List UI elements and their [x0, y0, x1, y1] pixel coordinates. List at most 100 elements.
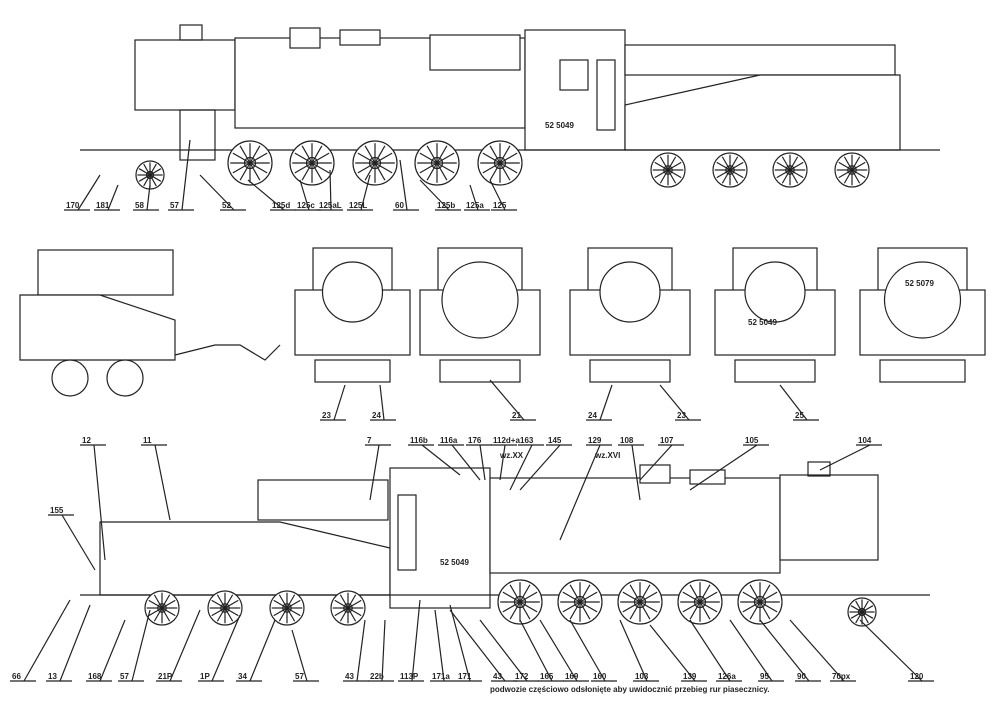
callout-text: 116b: [410, 436, 428, 445]
callout-label: 125L: [347, 174, 373, 211]
callout-text: 24: [588, 411, 597, 420]
callout-text: 172: [515, 672, 529, 681]
callout-text: 57: [295, 672, 304, 681]
callout-text: 60: [395, 201, 404, 210]
dome: [639, 464, 671, 484]
callout-label: 11: [141, 436, 171, 521]
callout-label: 21P: [156, 609, 201, 682]
callout-text: 120: [910, 672, 924, 681]
wheel: [289, 140, 335, 186]
callout-label: 113P: [398, 599, 424, 682]
tender-coal-area: [257, 479, 389, 521]
callout-text: 23: [322, 411, 331, 420]
wheel: [227, 140, 273, 186]
cylinder: [179, 109, 216, 161]
callout-label: 170: [64, 174, 101, 211]
wheel: [650, 152, 686, 188]
callout-label: 171a: [430, 609, 456, 682]
callout-text: 105: [745, 436, 759, 445]
callout-label: 139: [649, 624, 707, 682]
callout-text: 155: [50, 506, 64, 515]
callout-text: 12: [82, 436, 91, 445]
wheel: [617, 579, 663, 625]
end-view-rear: [569, 247, 691, 383]
marker-wz-xx: wz.XX: [499, 451, 524, 460]
callout-text: 21P: [158, 672, 173, 681]
tender-tank: [624, 74, 901, 151]
callout-text: 90: [797, 672, 806, 681]
callout-label: 125b: [419, 179, 461, 211]
callout-label: 7: [365, 436, 391, 501]
cab-door: [596, 59, 616, 131]
callout-text: 116a: [440, 436, 458, 445]
callout-text: 57: [120, 672, 129, 681]
callout-label: 129: [559, 436, 612, 541]
callout-text: 125a: [466, 201, 484, 210]
callout-text: 125c: [297, 201, 315, 210]
tender-rear-side-view: [19, 249, 281, 397]
sand-dome: [689, 469, 726, 485]
number-plate: 52 5049: [545, 121, 574, 130]
callout-label: 126a: [689, 619, 742, 682]
wheel: [834, 152, 870, 188]
callout-label: 107: [639, 436, 684, 481]
callout-text: 103: [635, 672, 649, 681]
callout-label: 125: [489, 179, 517, 211]
callout-label: 181: [94, 184, 120, 211]
wheel: [497, 579, 543, 625]
callout-text: 125aL: [319, 201, 342, 210]
callout-text: 181: [96, 201, 110, 210]
wheel: [737, 579, 783, 625]
callout-label: 24: [370, 384, 396, 421]
callout-text: 104: [858, 436, 872, 445]
callout-text: 7: [367, 436, 372, 445]
callout-label: 23: [320, 384, 346, 421]
callout-label: 103: [619, 619, 659, 682]
callout-text: 145: [548, 436, 562, 445]
callout-text: 22b: [370, 672, 384, 681]
callout-text: 11: [143, 436, 152, 445]
callout-label: 34: [236, 619, 276, 682]
wheel: [135, 160, 165, 190]
callout-text: 95: [760, 672, 769, 681]
callout-text: 66: [12, 672, 21, 681]
callout-text: 165: [540, 672, 554, 681]
callout-text: 176: [468, 436, 482, 445]
wheel: [414, 140, 460, 186]
callout-label: 145: [519, 436, 572, 491]
callout-text: 13: [48, 672, 57, 681]
callout-label: 165: [519, 619, 564, 682]
callout-label: 125d: [247, 179, 296, 211]
callout-text: 25: [795, 411, 804, 420]
smokebox: [779, 474, 879, 561]
callout-label: 163: [509, 436, 544, 491]
wheel: [557, 579, 603, 625]
end-view-plate: 52 5049: [748, 318, 777, 327]
callout-text: 52: [222, 201, 231, 210]
callout-text: 125L: [349, 201, 367, 210]
end-view-front-smokebox: [419, 247, 541, 383]
wheel: [207, 590, 243, 626]
callout-text: 24: [372, 411, 381, 420]
callout-label: 1P: [198, 614, 241, 682]
callout-text: 43: [345, 672, 354, 681]
callout-text: 160: [593, 672, 607, 681]
callout-label: 168: [86, 619, 126, 682]
coupler: [174, 344, 281, 361]
callout-label: 52: [199, 174, 246, 211]
callout-text: 171a: [432, 672, 450, 681]
tender-tank: [99, 521, 391, 596]
wheel: [106, 359, 144, 397]
callout-label: 57: [291, 629, 319, 682]
callout-label: 172: [479, 619, 539, 682]
callout-text: 21: [512, 411, 521, 420]
callout-text: 112d+a: [493, 436, 520, 445]
callout-text: 171: [458, 672, 472, 681]
cab-door: [397, 494, 417, 571]
wheel: [772, 152, 808, 188]
callout-label: 171: [449, 604, 482, 682]
callout-label: 105: [689, 436, 769, 491]
wheel: [269, 590, 305, 626]
chimney: [807, 461, 831, 477]
number-plate: 52 5049: [440, 558, 469, 567]
